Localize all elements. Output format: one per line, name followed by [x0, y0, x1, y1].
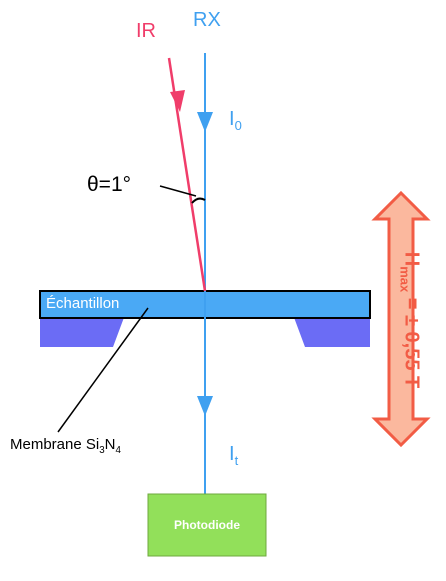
membrane-sub-4: 4 — [115, 445, 121, 456]
field-double-arrow — [371, 190, 431, 448]
field-label: Hmax = ± 0,55 T — [398, 252, 423, 389]
angle-arc — [191, 197, 206, 204]
field-symbol: H — [400, 251, 423, 267]
field-value: = ± 0,55 T — [400, 292, 423, 389]
it-label: It — [229, 443, 238, 468]
rx-arrow-head-top — [197, 112, 213, 132]
i0-symbol: I — [229, 108, 235, 130]
i0-subscript: 0 — [234, 118, 242, 133]
membrane-label-mid: N — [104, 436, 116, 453]
photodiode-label: Photodiode — [174, 518, 240, 532]
angle-leader-line — [159, 185, 197, 197]
angle-label: θ=1° — [87, 173, 132, 196]
membrane-label-prefix: Membrane Si — [10, 436, 100, 453]
sample-label: Échantillon — [46, 295, 120, 312]
membrane-sub-3: 3 — [99, 445, 105, 456]
ir-label: IR — [136, 20, 156, 42]
i0-label: I0 — [229, 108, 242, 133]
field-subscript: max — [397, 266, 413, 293]
ir-arrow-head — [170, 90, 185, 112]
rx-label: RX — [193, 9, 221, 31]
it-symbol: I — [229, 443, 235, 465]
membrane-leader-line — [57, 307, 149, 433]
rx-arrow-head-bottom — [197, 396, 213, 416]
it-subscript: t — [234, 453, 239, 468]
photodiode-box — [147, 493, 267, 557]
membrane-label: Membrane Si3N4 — [10, 436, 121, 456]
